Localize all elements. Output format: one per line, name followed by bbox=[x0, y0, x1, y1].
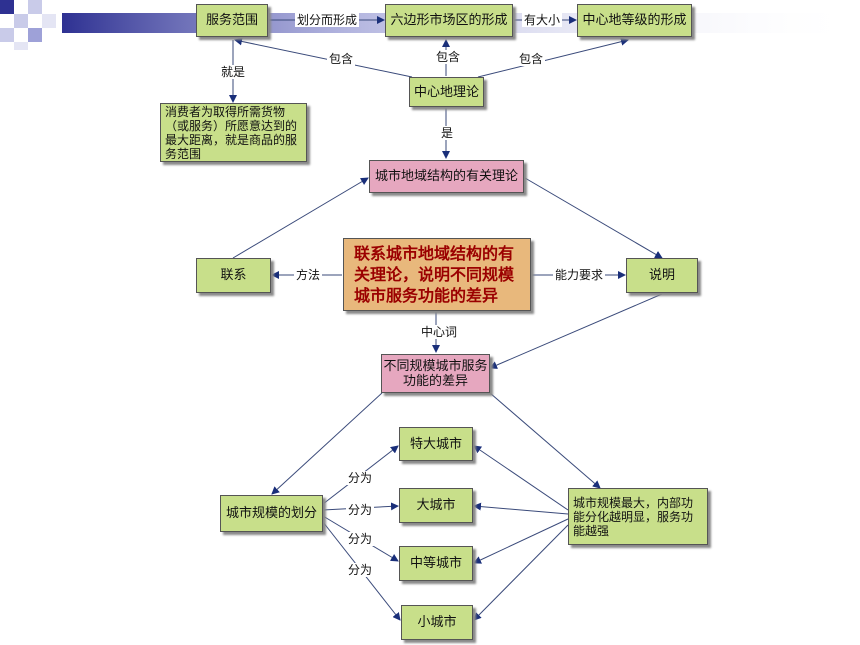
link-central-to-hierarchy bbox=[477, 37, 629, 78]
link-note-to-medium bbox=[473, 518, 569, 564]
node-urban-structure-theory: 城市地域结构的有关理论 bbox=[369, 160, 524, 193]
node-explain: 说明 bbox=[626, 258, 698, 293]
link-explain-to-function bbox=[489, 293, 663, 369]
label-keyword: 中心词 bbox=[419, 325, 460, 339]
node-megacity: 特大城市 bbox=[399, 427, 473, 461]
label-is-definition: 就是 bbox=[219, 65, 248, 79]
node-main-topic: 联系城市地域结构的有关理论，说明不同规模城市服务功能的差异 bbox=[343, 238, 531, 311]
node-service-range: 服务范围 bbox=[196, 4, 268, 37]
link-function-to-classification bbox=[271, 392, 383, 495]
link-connect-to-urban-theory bbox=[232, 177, 369, 259]
label-has-size: 有大小 bbox=[522, 13, 563, 27]
link-function-to-note bbox=[489, 392, 601, 489]
label-divided-form: 划分而形成 bbox=[295, 13, 360, 27]
label-divide-medium: 分为 bbox=[346, 532, 375, 546]
node-hierarchy-formation: 中心地等级的形成 bbox=[577, 4, 692, 37]
node-scale-note: 城市规模最大，内部功能分化越明显，服务功能越强 bbox=[568, 488, 708, 545]
node-city-classification: 城市规模的划分 bbox=[220, 495, 323, 532]
node-function-difference: 不同规模城市服务功能的差异 bbox=[381, 354, 490, 393]
label-contains-middle: 包含 bbox=[434, 50, 463, 64]
label-contains-left: 包含 bbox=[327, 52, 356, 66]
label-ability: 能力要求 bbox=[553, 268, 606, 282]
label-method: 方法 bbox=[294, 268, 323, 282]
label-is-theory: 是 bbox=[439, 126, 456, 140]
link-note-to-small bbox=[473, 524, 569, 621]
link-note-to-bigcity bbox=[473, 502, 569, 515]
link-urban-theory-to-explain bbox=[524, 177, 663, 259]
node-service-definition: 消费者为取得所需货物（或服务）所愿意达到的最大距离，就是商品的服务范围 bbox=[160, 103, 307, 162]
node-big-city: 大城市 bbox=[399, 488, 473, 523]
label-divide-bigcity: 分为 bbox=[346, 503, 375, 517]
label-contains-right: 包含 bbox=[517, 52, 546, 66]
node-hexagon-market: 六边形市场区的形成 bbox=[385, 4, 513, 37]
node-medium-city: 中等城市 bbox=[399, 546, 473, 581]
link-central-to-service bbox=[234, 37, 413, 78]
label-divide-megacity: 分为 bbox=[346, 471, 375, 485]
label-divide-small: 分为 bbox=[346, 563, 375, 577]
node-central-place-theory: 中心地理论 bbox=[409, 77, 484, 107]
node-connect: 联系 bbox=[196, 258, 271, 293]
node-small-city: 小城市 bbox=[401, 605, 473, 640]
link-note-to-megacity bbox=[473, 445, 569, 511]
